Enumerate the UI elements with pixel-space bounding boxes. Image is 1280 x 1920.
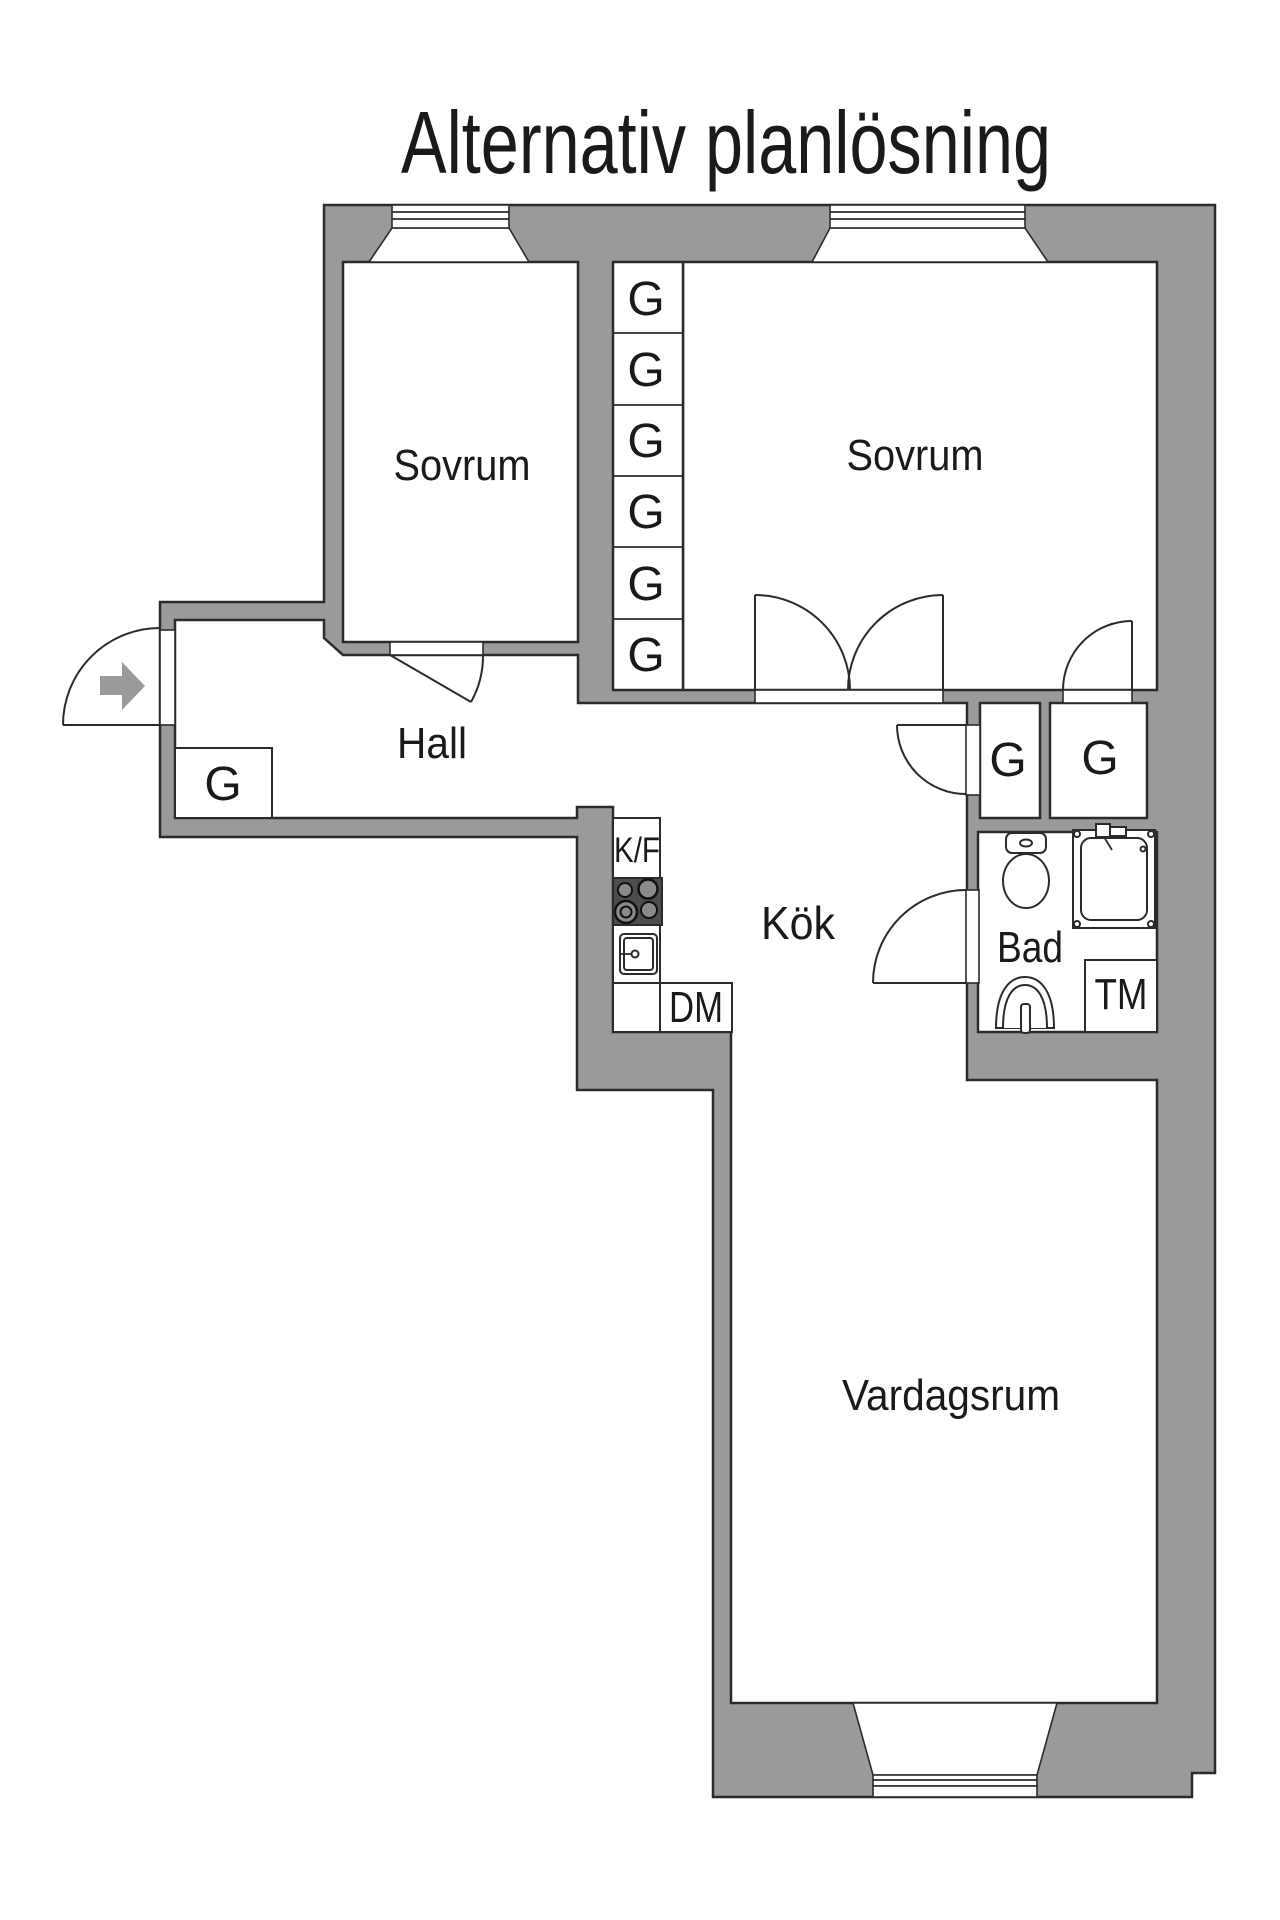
label-hall: Hall <box>397 719 467 768</box>
wardrobe-labels: G G G G G G G G G <box>204 273 1118 811</box>
entrance-door <box>62 627 161 726</box>
closet-right-door-opening <box>1062 689 1133 704</box>
bathroom-door <box>872 889 967 984</box>
label-living-room: Vardagsrum <box>842 1371 1060 1420</box>
wardrobe-g-hall: G <box>204 758 241 811</box>
label-bedroom-left: Sovrum <box>394 441 531 490</box>
shower-icon <box>1072 823 1156 929</box>
double-door-opening <box>754 689 944 704</box>
closet-left-interior <box>978 701 1042 820</box>
room-area-bedroom-right <box>681 260 1159 692</box>
room-area-hall-kitchen-living <box>173 618 1159 1705</box>
entrance-opening <box>159 629 176 726</box>
wardrobe-g-4: G <box>627 486 664 539</box>
kitchen-sink-icon <box>619 933 658 975</box>
room-area-bedroom-left <box>341 260 580 644</box>
window-bedroom-left <box>367 204 531 263</box>
washing-machine-box <box>1084 959 1158 1033</box>
label-kitchen: Kök <box>761 897 836 949</box>
page-title: Alternativ planlösning <box>401 93 1051 192</box>
bathroom-fixtures <box>994 823 1158 1034</box>
closet-right-door <box>1062 620 1133 691</box>
closet-left-door-opening <box>965 724 981 796</box>
bedroom-right-double-door <box>754 594 944 691</box>
room-labels: Sovrum Sovrum Hall Kök Bad Vardagsrum <box>394 431 1064 1420</box>
label-dishwasher: DM <box>669 983 723 1032</box>
wardrobe-g-3: G <box>627 415 664 468</box>
window-bedroom-right <box>810 204 1050 263</box>
kitchen-counter <box>612 817 733 1033</box>
wardrobe-g-2: G <box>627 344 664 397</box>
window-living-room <box>851 1702 1059 1798</box>
entrance-arrow-icon <box>100 662 145 710</box>
wardrobe-g-closet-right: G <box>1081 732 1118 785</box>
wardrobe-g-1: G <box>627 273 664 326</box>
label-washing-machine: TM <box>1095 970 1148 1019</box>
wardrobe-g-6: G <box>627 629 664 682</box>
bedroom-left-door <box>389 654 485 703</box>
bedroom-left-door-opening <box>389 641 484 656</box>
label-bathroom: Bad <box>997 923 1063 972</box>
dishwasher-box <box>659 982 733 1033</box>
bathroom-sink-icon <box>994 975 1056 1034</box>
appliance-labels: K/F DM TM <box>614 831 1148 1032</box>
hall-wardrobe-box <box>174 747 273 819</box>
toilet-icon <box>1002 832 1050 909</box>
wardrobe-g-closet-left: G <box>989 734 1026 787</box>
bathroom-door-opening <box>965 889 980 984</box>
label-fridge-freezer: K/F <box>614 831 660 870</box>
counter-empty-cell <box>612 982 661 1033</box>
closet-left-door <box>896 724 967 795</box>
wardrobe-g-5: G <box>627 558 664 611</box>
wardrobe-column-dividers <box>613 332 683 620</box>
label-bedroom-right: Sovrum <box>847 431 984 480</box>
